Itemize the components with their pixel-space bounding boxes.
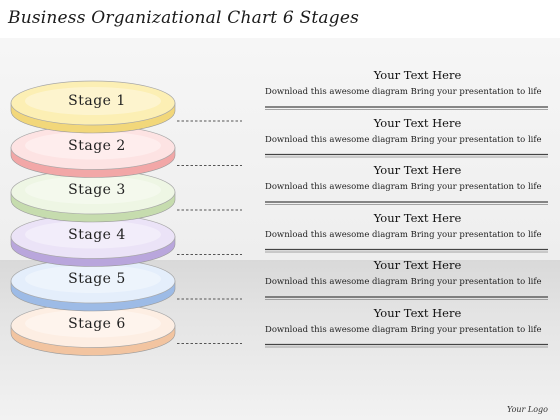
stage-text-heading: Your Text Here [373, 163, 462, 177]
logo-placeholder: Your Logo [507, 405, 548, 414]
stage-text-heading: Your Text Here [373, 210, 462, 225]
stage-text-heading: Your Text Here [373, 258, 462, 272]
stage-label-1: Stage 1 [68, 93, 126, 109]
slide-title: Business Organizational Chart 6 Stages [8, 8, 360, 28]
stage-text-body: Download this awesome diagram Bring your… [265, 134, 542, 145]
stage-disc-5 [10, 258, 176, 312]
stage-label-2: Stage 2 [68, 137, 126, 154]
stage-disc-2 [10, 125, 176, 178]
stage-label-6: Stage 6 [68, 315, 126, 332]
stage-label-4: Stage 4 [68, 226, 126, 243]
stage-text-heading: Your Text Here [373, 115, 462, 130]
stage-disc-4 [10, 214, 176, 267]
stage-text-heading: Your Text Here [373, 305, 462, 320]
stage-disc-6 [10, 303, 176, 356]
stage-text-body: Download this awesome diagram Bring your… [265, 87, 542, 97]
stage-disc-3 [10, 169, 176, 223]
stage-label-5: Stage 5 [68, 271, 126, 287]
stage-text-heading: Your Text Here [373, 68, 462, 82]
stage-text-body: Download this awesome diagram Bring your… [265, 182, 542, 192]
stage-text-body: Download this awesome diagram Bring your… [265, 324, 542, 335]
stage-text-body: Download this awesome diagram Bring your… [265, 229, 542, 240]
stage-disc-1 [10, 80, 176, 134]
stage-label-3: Stage 3 [68, 182, 126, 198]
stage-text-body: Download this awesome diagram Bring your… [265, 277, 542, 287]
